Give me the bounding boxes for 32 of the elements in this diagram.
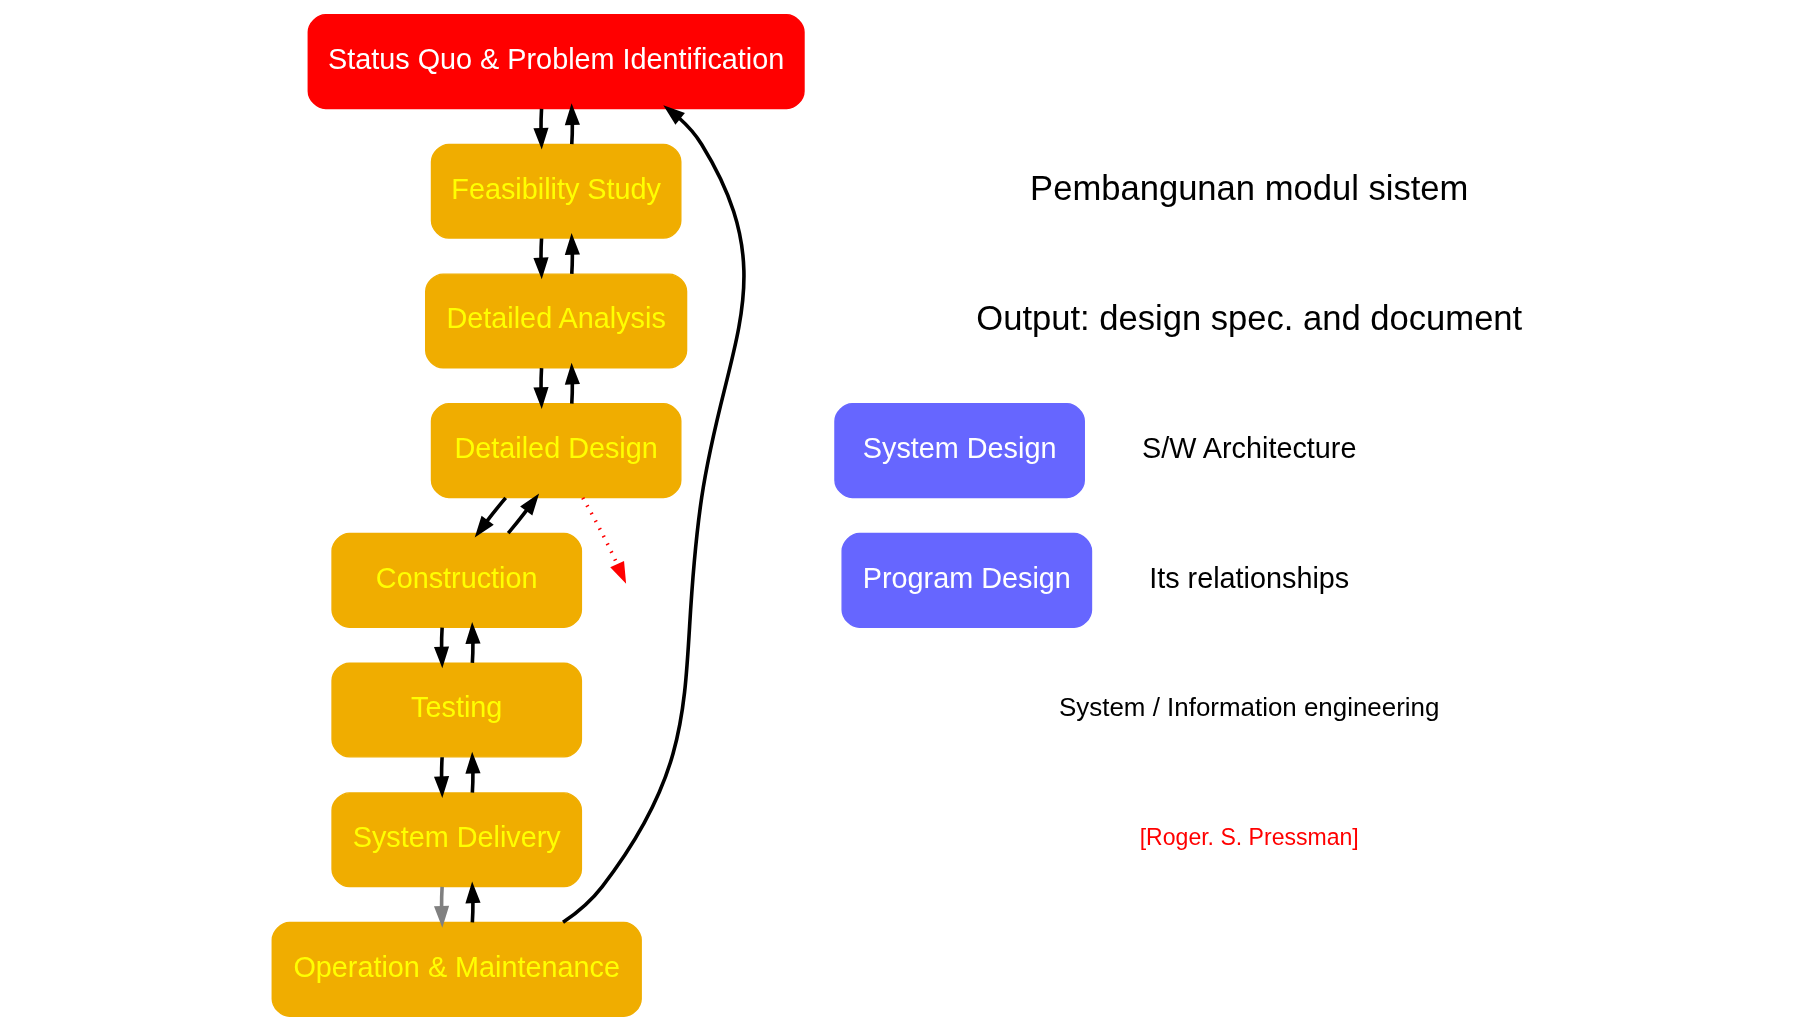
- label: [Roger. S. Pressman]: [1139, 823, 1359, 850]
- node-box: System Delivery: [330, 791, 582, 887]
- arrow: [532, 237, 549, 279]
- label: S/W Architecture: [1141, 431, 1356, 464]
- arrow: [433, 756, 449, 798]
- node-box: Feasibility Study: [430, 143, 681, 239]
- label: System / Information engineering: [1058, 692, 1439, 721]
- arrow: [433, 886, 449, 928]
- arrow: [532, 108, 549, 150]
- node-box: Status Quo & Problem Identification: [307, 13, 805, 109]
- arrow: [564, 362, 580, 404]
- arrow: [433, 626, 449, 668]
- node-box: System Design: [833, 402, 1085, 498]
- arrow: [464, 751, 481, 793]
- node-box: Operation & Maintenance: [271, 921, 642, 1017]
- arrow: [474, 496, 507, 538]
- label: Output: design spec. and document: [975, 298, 1522, 337]
- label: Its relationships: [1148, 561, 1349, 594]
- arrow: [464, 621, 481, 663]
- node-box: Detailed Analysis: [424, 272, 687, 369]
- arrow: [464, 881, 481, 922]
- arrow: [506, 493, 539, 534]
- node-box: Construction: [330, 532, 582, 628]
- label: Pembangunan modul sistem: [1029, 168, 1468, 207]
- arrow: [532, 367, 549, 409]
- arrow: [564, 102, 580, 144]
- arrow: [561, 104, 745, 924]
- node-box: Detailed Design: [430, 402, 681, 498]
- arrow: [564, 232, 580, 274]
- node-box: Program Design: [840, 532, 1092, 628]
- arrow: [580, 496, 626, 584]
- node-box: Testing: [330, 662, 582, 758]
